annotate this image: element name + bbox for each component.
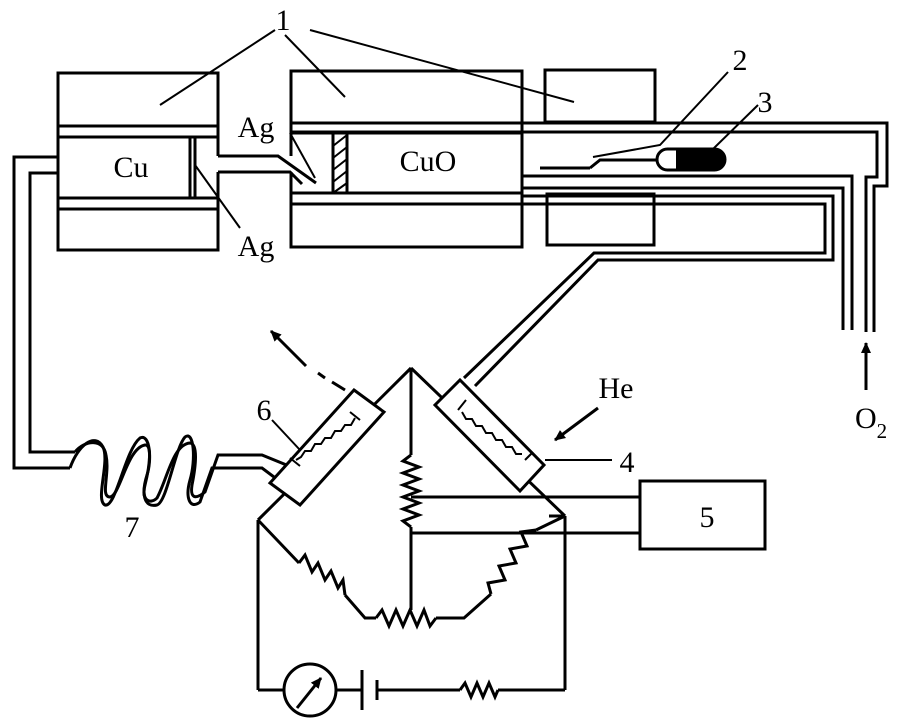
label-2: 2 (733, 44, 748, 77)
label-ag-top: Ag (238, 111, 275, 144)
measuring-cell-6 (267, 387, 387, 508)
copper-sample (188, 137, 197, 198)
galvanometer (282, 662, 338, 718)
battery (360, 670, 379, 710)
label-he: He (599, 372, 634, 405)
label-cu: Cu (113, 151, 148, 184)
label-cuo: CuO (400, 145, 457, 178)
quartz-tube (291, 121, 889, 332)
tube-to-reference-cell (462, 194, 835, 388)
return-tube (12, 155, 75, 470)
coil (68, 434, 290, 507)
silver-plug (331, 133, 348, 194)
recorder-box-5 (638, 479, 767, 551)
connecting-tube (218, 154, 317, 186)
label-4: 4 (620, 446, 635, 479)
label-ag-bottom: Ag (238, 230, 275, 263)
thermocouple (540, 158, 660, 170)
sample-boat (655, 147, 727, 172)
label-5: 5 (700, 501, 715, 534)
furnace-right (543, 68, 657, 247)
label-6: 6 (257, 394, 272, 427)
exhaust-arrow (269, 329, 346, 392)
leader-lines (159, 29, 759, 461)
reference-cell-4 (432, 377, 547, 494)
label-oxygen: O2 (855, 402, 887, 443)
label-1: 1 (276, 4, 291, 37)
label-7: 7 (125, 511, 140, 544)
label-3: 3 (758, 86, 773, 119)
bottom-resistor (458, 679, 500, 701)
